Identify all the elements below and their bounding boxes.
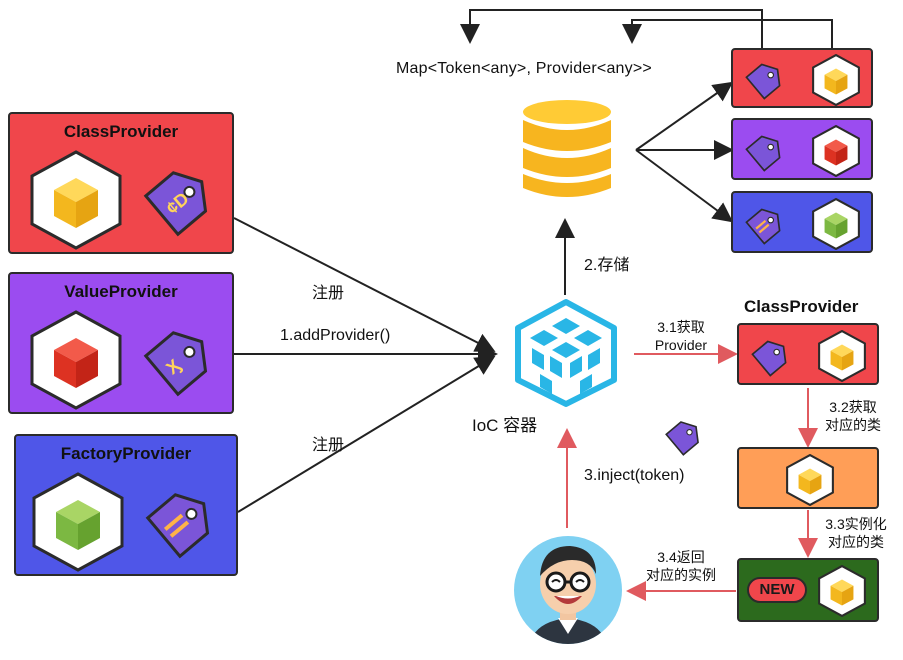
token-tag-icon	[665, 421, 699, 456]
yellow-cube-icon	[786, 454, 834, 506]
token-tag-icon	[745, 135, 781, 172]
database-icon	[523, 100, 611, 197]
instantiate-label-line2: 对应的类	[828, 534, 884, 550]
red-cube-icon	[812, 125, 860, 177]
map-entry-value	[731, 118, 873, 180]
ioc-label: IoC 容器	[472, 416, 538, 435]
new-badge: NEW	[747, 577, 807, 603]
get-class-label-line1: 3.2获取	[829, 399, 877, 415]
token-tag-icon: Ӽ	[143, 331, 208, 397]
map-entry-factory	[731, 191, 873, 253]
edge-class-to-ioc	[233, 217, 496, 352]
get-class-label-line2: 对应的类	[825, 417, 881, 433]
instantiate-label: 3.3实例化 对应的类	[814, 515, 898, 551]
instantiate-label-line1: 3.3实例化	[825, 516, 887, 532]
new-badge-label: NEW	[759, 581, 795, 598]
value-provider-title: ValueProvider	[64, 282, 178, 301]
map-key-bracket	[460, 9, 763, 48]
resolved-class-provider	[737, 323, 879, 385]
get-class-label: 3.2获取 对应的类	[814, 398, 892, 434]
edge-db-to-entry-1	[635, 81, 734, 151]
map-type-label: Map<Token<any>, Provider<any>>	[396, 60, 652, 77]
token-tag-icon	[145, 493, 210, 559]
factory-provider-title: FactoryProvider	[60, 444, 192, 463]
ioc-container-icon	[515, 299, 617, 407]
developer-avatar	[514, 536, 622, 644]
add-provider-label: 1.addProvider()	[280, 327, 391, 344]
class-provider-title: ClassProvider	[63, 122, 179, 141]
return-label: 3.4返回 对应的实例	[636, 548, 726, 584]
yellow-cube-icon	[818, 330, 866, 382]
map-entry-class	[731, 48, 873, 108]
store-label: 2.存储	[584, 257, 630, 274]
red-cube-icon	[30, 310, 122, 410]
token-tag-icon: ¢D	[143, 171, 208, 237]
yellow-cube-icon	[812, 54, 860, 106]
edge-factory-to-ioc	[237, 355, 496, 513]
factory-provider-card: FactoryProvider	[14, 434, 238, 576]
green-cube-icon	[812, 198, 860, 250]
register-label-top: 注册	[312, 285, 345, 302]
value-provider-card: ValueProvider Ӽ	[8, 272, 234, 414]
instance: NEW	[737, 558, 879, 622]
resolved-class	[737, 447, 879, 509]
yellow-cube-icon	[30, 150, 122, 250]
get-provider-label-line2: Provider	[654, 337, 708, 353]
token-tag-icon	[745, 208, 781, 245]
return-label-line2: 对应的实例	[646, 567, 716, 583]
return-label-line1: 3.4返回	[657, 549, 705, 565]
resolved-provider-title: ClassProvider	[744, 297, 859, 316]
class-provider-card: ClassProvider ¢D	[8, 112, 234, 254]
inject-label: 3.inject(token)	[584, 467, 685, 484]
token-tag-icon	[751, 340, 787, 377]
green-cube-icon	[32, 472, 124, 572]
get-provider-label-line1: 3.1获取	[657, 319, 705, 335]
register-label-bottom: 注册	[312, 437, 345, 454]
map-value-bracket	[622, 19, 833, 48]
token-tag-icon	[745, 63, 781, 100]
edge-db-to-entry-3	[635, 149, 734, 223]
get-provider-label: 3.1获取 Provider	[636, 318, 726, 354]
yellow-cube-icon	[818, 565, 866, 617]
